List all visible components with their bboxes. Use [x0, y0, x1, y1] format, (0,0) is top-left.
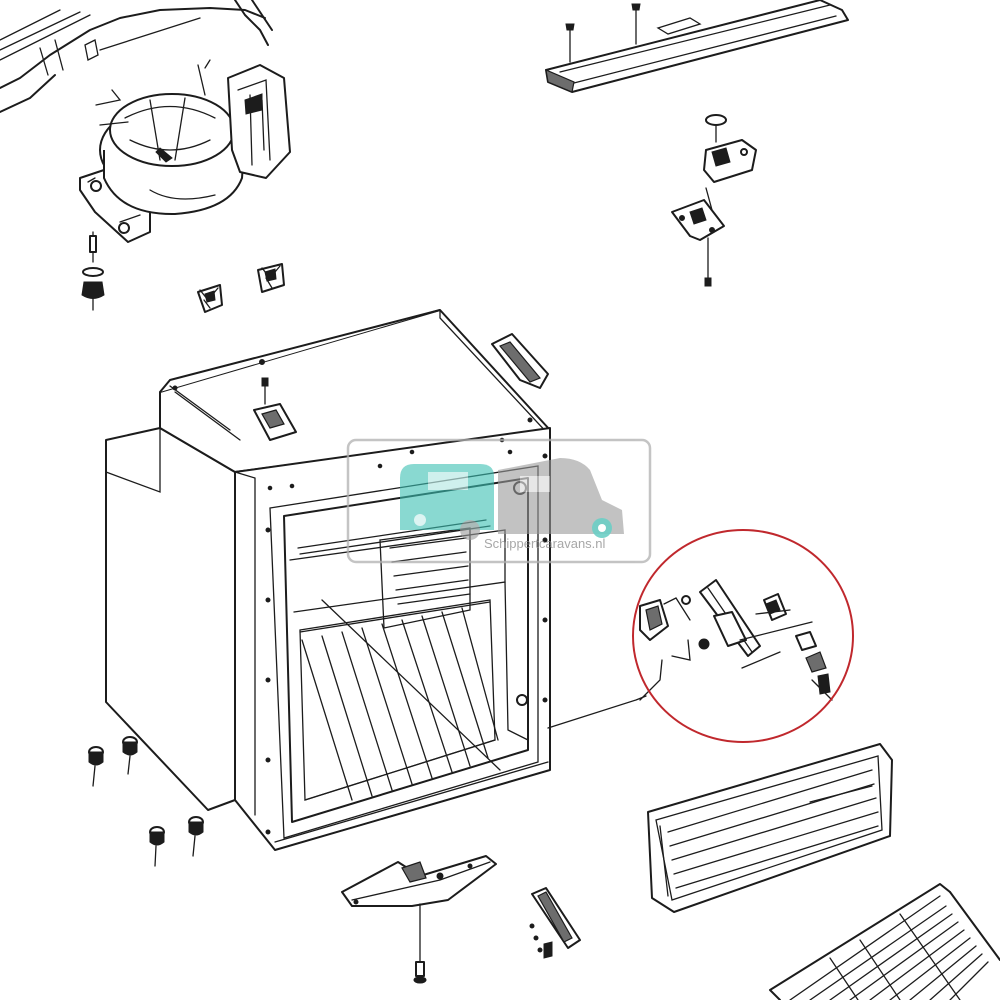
wire-shelf-part	[769, 883, 1000, 1000]
condenser-coil-part	[0, 0, 273, 113]
levelling-foot-2-part	[122, 736, 138, 775]
bottom-hinge-part	[341, 855, 497, 984]
door-panel-part	[647, 743, 893, 913]
compressor-part	[79, 59, 291, 243]
hinge-pin-part	[529, 887, 581, 959]
mounting-clip-right-part	[257, 263, 285, 293]
levelling-foot-4-part	[188, 816, 204, 857]
thermostat-bracket-part	[671, 114, 757, 287]
door-latch-assembly-part	[639, 579, 833, 701]
levelling-foot-1-part	[88, 746, 104, 787]
highlight-circle	[632, 529, 854, 743]
caravan-logo-icon	[400, 464, 494, 530]
top-cover-strip-part	[545, 0, 849, 93]
leader-line	[547, 695, 647, 729]
watermark-logo: Schippertcaravans.nl	[346, 438, 652, 564]
camper-van-icon	[460, 458, 624, 540]
fridge-cabinet-part	[105, 309, 551, 851]
watermark-text: Schippertcaravans.nl	[484, 536, 606, 551]
top-hinge-part	[253, 377, 297, 441]
compressor-foot-screw-part	[81, 231, 105, 311]
mounting-clip-left-part	[197, 284, 223, 313]
side-bracket-part	[491, 333, 549, 389]
levelling-foot-3-part	[149, 826, 165, 867]
